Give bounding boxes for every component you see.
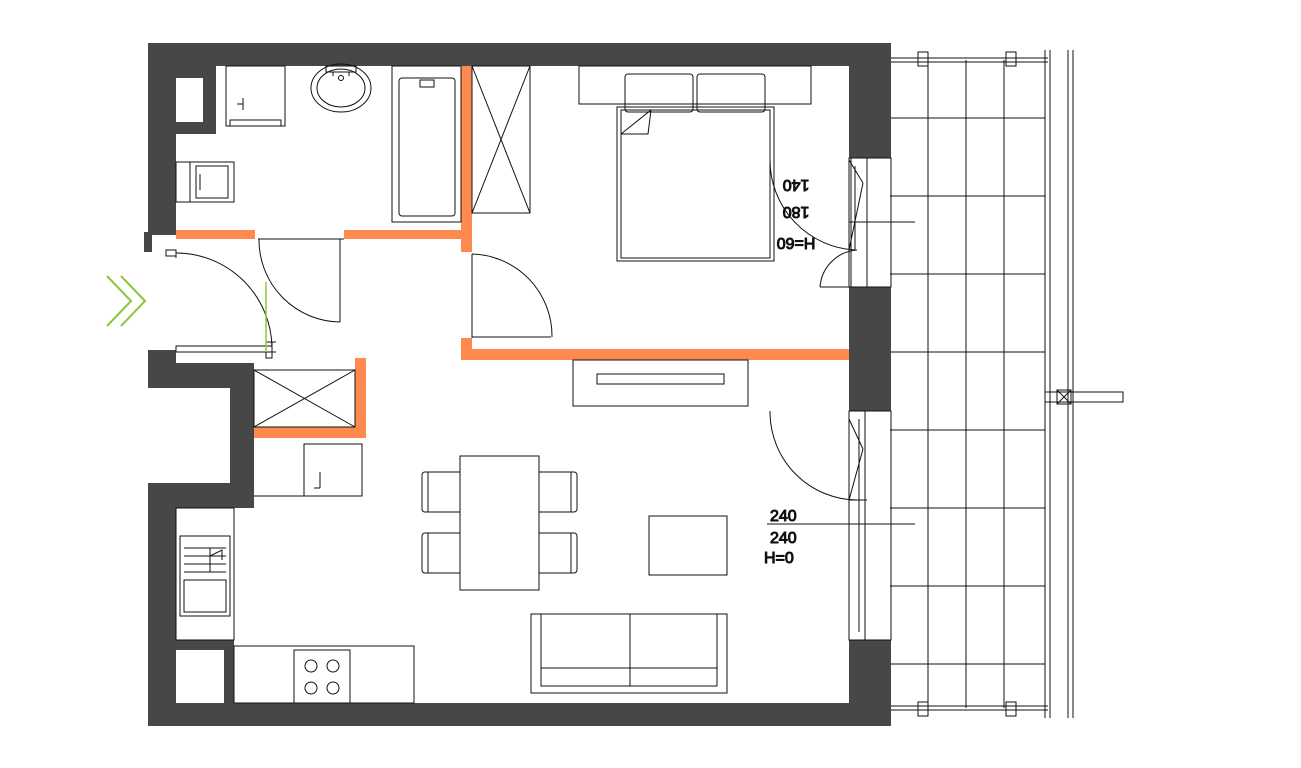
bathtub-icon (391, 65, 462, 223)
kitchen-counter-left (175, 507, 235, 641)
partition-walls (176, 66, 849, 438)
hall (253, 369, 363, 497)
toilet-icon (175, 161, 235, 203)
bedroom: H=60 180 140 (471, 65, 915, 338)
tv-cabinet (572, 359, 749, 407)
washing-machine (225, 65, 286, 127)
balcony (890, 50, 1124, 718)
wall-left-lower (148, 483, 176, 726)
bathroom (175, 63, 531, 323)
wall-right-pier (849, 287, 891, 411)
wall-right-top (849, 43, 891, 158)
bedroom-window-label: H=60 180 140 (776, 176, 816, 252)
sink-icon (179, 535, 231, 617)
double-bed-icon (578, 65, 812, 262)
entrance (106, 249, 276, 359)
balcony-door-height: 240 (770, 530, 797, 547)
coffee-table (648, 515, 728, 576)
bedroom-door[interactable] (471, 253, 553, 338)
ventilation-shaft-top (471, 65, 531, 214)
cooktop-icon (293, 649, 351, 704)
partition-bathroom-bedroom (461, 66, 472, 252)
kitchen-counter-bottom (233, 645, 415, 704)
bedroom-window-width: 140 (783, 176, 810, 193)
wall-bottom (148, 703, 891, 726)
sofa-icon (530, 613, 728, 694)
bathroom-door[interactable] (258, 238, 344, 323)
dining-table-icon (421, 455, 578, 591)
entrance-door[interactable] (165, 249, 276, 359)
exterior-walls (144, 43, 891, 726)
balcony-door-width: 240 (770, 508, 797, 525)
double-chevron-right-icon (106, 275, 147, 327)
balcony-door-sill: H=0 (764, 550, 794, 567)
partition-bathroom-hall-right (344, 230, 472, 239)
kitchen (175, 507, 415, 704)
balcony-tile-grid (890, 60, 1045, 708)
wall-top (148, 43, 891, 66)
wall-left-upper (148, 43, 176, 235)
partition-bedroom-living (461, 349, 849, 360)
bedroom-window-height: 180 (783, 203, 810, 220)
washbasin-icon (310, 63, 372, 113)
living-room: 240 240 H=0 (421, 359, 915, 694)
partition-wardrobe-bottom (254, 427, 366, 438)
balcony-door-label: 240 240 H=0 (764, 508, 798, 568)
bedroom-window (769, 157, 915, 288)
fridge-cabinet (254, 443, 363, 497)
wall-right-bottom (849, 640, 891, 726)
balcony-divider (1044, 389, 1124, 405)
wardrobe-shaft (253, 369, 356, 428)
bedroom-window-sill: H=60 (777, 234, 816, 251)
balcony-door[interactable] (767, 410, 915, 641)
partition-wardrobe-side (355, 358, 366, 438)
partition-bathroom-hall-left (176, 230, 255, 239)
